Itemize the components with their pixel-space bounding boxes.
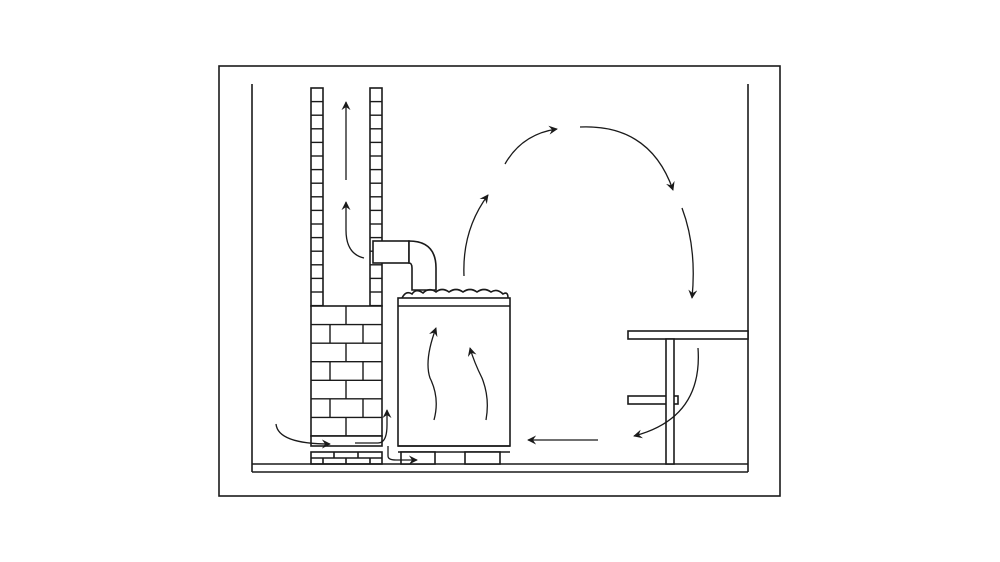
airflow-arrow-stove-inner-left	[427, 327, 438, 421]
room-floor	[252, 463, 748, 473]
airflow-arrow-chimney-bend	[341, 201, 365, 259]
flue-pipe	[372, 240, 437, 291]
sauna-bench	[627, 330, 749, 465]
stove-heater	[397, 297, 511, 453]
masonry-brick-base	[310, 305, 383, 447]
airflow-arrow-ceiling-left	[504, 125, 558, 165]
masonry-foot-bricks	[310, 451, 383, 465]
stove-legs	[400, 451, 501, 465]
airflow-arrow-intake-right	[355, 409, 392, 444]
sauna-stones	[401, 288, 509, 299]
airflow-arrow-floor-under-stove	[387, 446, 418, 465]
chimney-left-brick-column	[310, 87, 324, 307]
airflow-arrow-ceiling-right	[579, 126, 675, 191]
airflow-arrow-intake-left	[275, 423, 331, 449]
airflow-arrow-stove-inner-right	[467, 347, 488, 421]
airflow-arrow-wall-down	[681, 207, 698, 299]
airflow-arrow-under-bench	[633, 347, 699, 439]
outer-frame	[218, 65, 781, 497]
chimney-right-brick-column	[369, 87, 383, 307]
airflow-arrows	[275, 101, 699, 465]
airflow-arrow-stove-rise	[463, 194, 489, 277]
